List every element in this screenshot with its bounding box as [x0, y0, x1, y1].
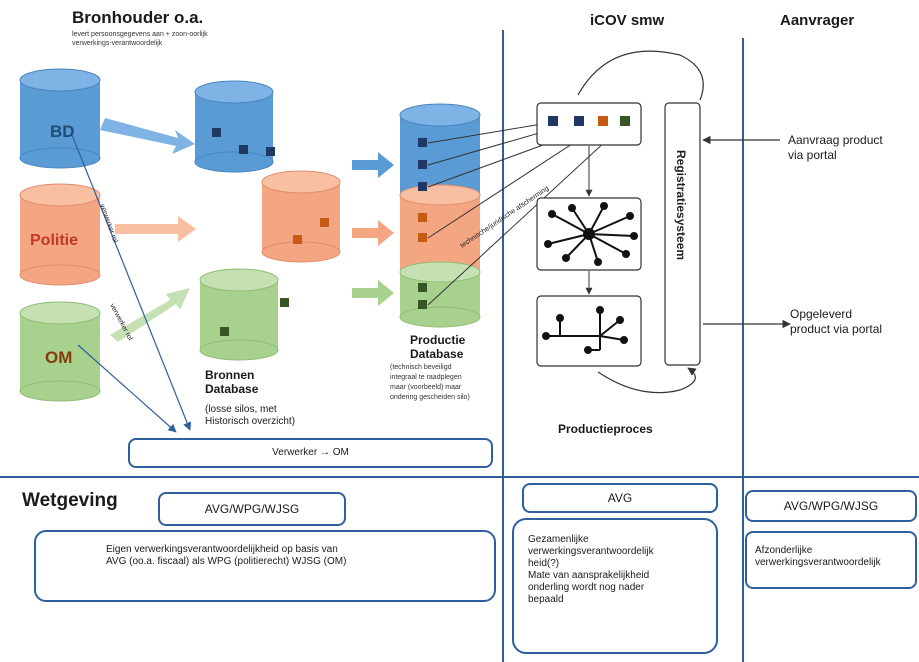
- law-box-icov: AVG: [522, 483, 718, 513]
- arrow-bd-to-bronnen: [100, 118, 195, 154]
- desc-icov-line-4: Mate van aansprakelijkheid: [528, 570, 650, 581]
- cycle-bottom: [597, 367, 697, 394]
- law-requester-text: AVG/WPG/WJSG: [783, 499, 879, 513]
- tree-icon: [542, 306, 628, 354]
- bronnen-cylinder-orange: [261, 170, 341, 263]
- desc-icov-line-5: onderling wordt nog nader: [528, 582, 645, 593]
- bronnen-caption-2: Historisch overzicht): [205, 416, 296, 427]
- productie-caption-4: ondering gescheiden silo): [390, 394, 470, 401]
- productie-caption-3: maar (voorbeeld) maar: [390, 384, 462, 391]
- productie-title-1: Productie: [410, 333, 466, 347]
- source-politie-label: Politie: [30, 232, 79, 249]
- network-icon: [544, 202, 638, 266]
- source-holder-title: Bronhouder o.a.: [72, 8, 204, 27]
- arrow-blue-to-productie: [352, 152, 394, 178]
- desc-box-requester: Afzonderlijke verwerkingsverantwoordelij…: [745, 531, 917, 589]
- icov-title: iCOV smw: [590, 12, 665, 29]
- bronnen-cylinder-blue: [194, 80, 275, 173]
- arrow-om-to-bronnen: [110, 288, 190, 342]
- productie-title-2: Database: [410, 347, 464, 361]
- arrow-green-to-productie: [352, 280, 394, 306]
- cylinder-politie: [19, 183, 101, 286]
- desc-icov-line-6: bepaald: [528, 594, 564, 605]
- cylinder-bd: [19, 68, 101, 169]
- desc-box-icov: Gezamenlijke verwerkingsverantwoordelijk…: [512, 518, 718, 654]
- process-box-tree: [536, 295, 642, 367]
- law-box-left: AVG/WPG/WJSG: [158, 492, 346, 526]
- registratiesysteem-label: Registratiesysteem: [674, 150, 688, 260]
- desc-icov-line-3: heid(?): [528, 558, 560, 569]
- law-left-text: AVG/WPG/WJSG: [204, 502, 300, 516]
- desc-left-line-2: AVG (oo.a. fiscaal) als WPG (politierech…: [106, 556, 347, 567]
- registratiesysteem-box: [664, 102, 701, 366]
- productieproces-label: Productieproces: [558, 422, 653, 436]
- desc-req-line-1: Afzonderlijke: [755, 545, 813, 556]
- desc-icov-line-2: verwerkingsverantwoordelijk: [528, 546, 654, 557]
- source-om-label: OM: [45, 348, 73, 367]
- arrow-politie-to-bronnen: [115, 216, 196, 242]
- productie-caption-1: (technisch beveiligd: [390, 364, 452, 371]
- cycle-top: [577, 50, 704, 101]
- delivered-label-1: Opgeleverd: [790, 307, 853, 321]
- desc-req-line-2: verwerkingsverantwoordelijk: [755, 557, 881, 568]
- source-holder-subtitle-2: verwerkings-verantwoordelijk: [72, 40, 163, 47]
- verwerker-bar: Verwerker → OM: [128, 438, 493, 468]
- desc-icov-line-1: Gezamenlijke: [528, 534, 589, 545]
- productie-caption-2: integraal te raadplegen: [390, 374, 462, 381]
- source-holder-subtitle-1: levert persoonsgegevens aan + zoon-oorli…: [72, 31, 208, 38]
- productie-cylinder: [399, 103, 481, 328]
- arrow-verwerker-2: [77, 344, 177, 433]
- bronnen-caption-1: (losse silos, met: [205, 404, 277, 415]
- process-box-input: [536, 102, 642, 146]
- wetgeving-title: Wetgeving: [22, 490, 118, 511]
- desc-left-line-1: Eigen verwerkingsverantwoordelijkheid op…: [106, 544, 338, 555]
- request-label-2: via portal: [788, 148, 837, 162]
- arrow-orange-to-productie: [352, 220, 394, 246]
- bronnen-title-1: Bronnen: [205, 368, 255, 382]
- delivered-label-2: product via portal: [790, 322, 883, 336]
- desc-box-left: Eigen verwerkingsverantwoordelijkheid op…: [34, 530, 496, 602]
- request-label-1: Aanvraag product: [788, 133, 883, 147]
- law-icov-text: AVG: [607, 491, 633, 505]
- arrow-verwerker-1: [71, 134, 192, 431]
- requester-title: Aanvrager: [780, 12, 855, 29]
- verwerker-label-1: verwerker rol: [98, 203, 119, 244]
- source-bd-label: BD: [50, 122, 75, 141]
- bronnen-title-2: Database: [205, 382, 259, 396]
- law-box-requester: AVG/WPG/WJSG: [745, 490, 917, 522]
- verwerker-bar-text: Verwerker → OM: [272, 447, 349, 458]
- bronnen-cylinder-green: [199, 268, 289, 361]
